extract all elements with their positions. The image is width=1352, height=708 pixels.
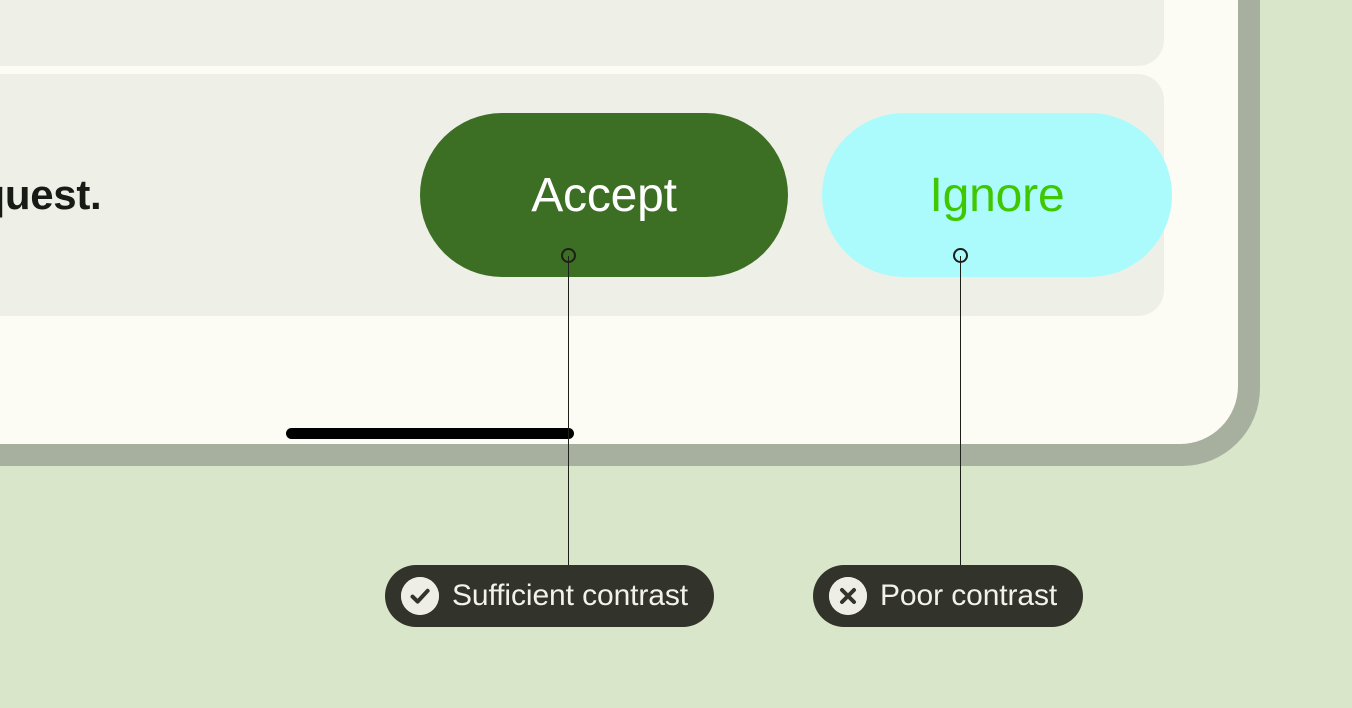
annotation-sufficient-contrast-label: Sufficient contrast [452,579,689,612]
leader-line-accept [567,256,570,570]
check-circle-icon [401,577,439,615]
x-circle-icon [829,577,867,615]
notification-card-row: a request. Accept Ignore [0,74,1172,316]
phone-screen: a request. Accept Ignore [0,0,1238,444]
ignore-button[interactable]: Ignore [822,113,1172,277]
annotation-poor-contrast: Poor contrast [813,565,1084,627]
notification-card-upper [0,0,1164,66]
home-indicator-bar [286,428,574,439]
notification-card-main: a request. Accept Ignore [0,74,1172,316]
phone-device-frame: a request. Accept Ignore [0,0,1260,466]
accept-button[interactable]: Accept [420,113,788,277]
annotation-sufficient-contrast: Sufficient contrast [385,565,715,627]
request-message-text: a request. [0,171,102,218]
leader-line-ignore [959,256,962,570]
annotation-poor-contrast-label: Poor contrast [880,579,1058,612]
